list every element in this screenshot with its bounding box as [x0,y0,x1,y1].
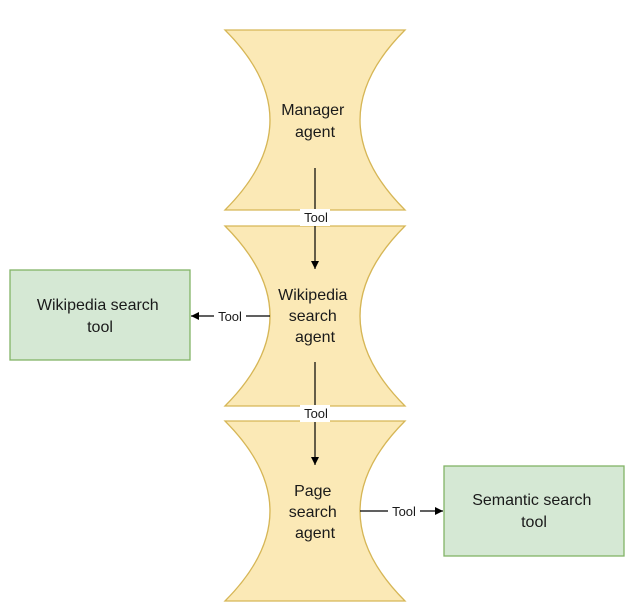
semantic-search-tool-label-line-2: tool [521,514,547,531]
svg-text:Page search agent: Page search agent [289,483,341,542]
semantic-search-tool-shape [443,465,625,557]
wikipedia-search-tool-label-line-1: Wikipedia search [37,297,159,314]
manager-agent-label-line-2: agent [295,124,336,141]
page-search-agent-shape [223,420,407,602]
wikipedia-search-agent-label-line-2: search [289,308,337,325]
svg-text:Wikipedia search tool: Wikipedia search tool [37,297,163,336]
edge-wikipedia-agent-to-page-agent[interactable]: Tool [300,362,330,465]
svg-text:Semantic search tool: Semantic search tool [472,492,596,531]
wikipedia-search-agent-shape [223,225,407,407]
page-search-agent-label-line-2: search [289,504,337,521]
edge-page-agent-to-semantic-tool-label-bg [388,503,420,520]
edge-wikipedia-agent-to-page-agent-label: Tool [304,406,328,421]
edge-wikipedia-agent-to-page-agent-label-bg [300,405,330,422]
semantic-search-tool-node[interactable]: Semantic search tool [443,465,625,557]
wikipedia-search-agent-node[interactable]: Wikipedia search agent [223,225,407,407]
semantic-search-tool-label-line-1: Semantic search [472,492,591,509]
edge-manager-to-wikipedia-agent-label-bg [300,209,330,226]
svg-text:Wikipedia search a: Wikipedia search agent [278,287,352,346]
wikipedia-search-agent-label-line-1: Wikipedia [278,287,347,304]
wikipedia-search-tool-node[interactable]: Wikipedia search tool [9,269,191,361]
svg-text:Manager agent: Manager agent [281,102,349,141]
edge-wikipedia-agent-to-wikipedia-tool[interactable]: Tool [191,308,270,325]
page-search-agent-label-line-3: agent [295,525,336,542]
wikipedia-search-agent-label-line-3: agent [295,329,336,346]
edge-manager-to-wikipedia-agent-label: Tool [304,210,328,225]
wikipedia-search-tool-shape [9,269,191,361]
edge-wikipedia-agent-to-wikipedia-tool-label: Tool [218,309,242,324]
page-search-agent-node[interactable]: Page search agent [223,420,407,602]
manager-agent-shape [223,29,407,211]
edge-page-agent-to-semantic-tool-label: Tool [392,504,416,519]
edge-wikipedia-agent-to-wikipedia-tool-label-bg [214,308,246,325]
manager-agent-label-line-1: Manager [281,102,345,119]
edge-page-agent-to-semantic-tool[interactable]: Tool [360,503,443,520]
manager-agent-node[interactable]: Manager agent [223,29,407,211]
wikipedia-search-tool-label-line-2: tool [87,319,113,336]
page-search-agent-label-line-1: Page [294,483,331,500]
edge-manager-to-wikipedia-agent[interactable]: Tool [300,168,330,269]
